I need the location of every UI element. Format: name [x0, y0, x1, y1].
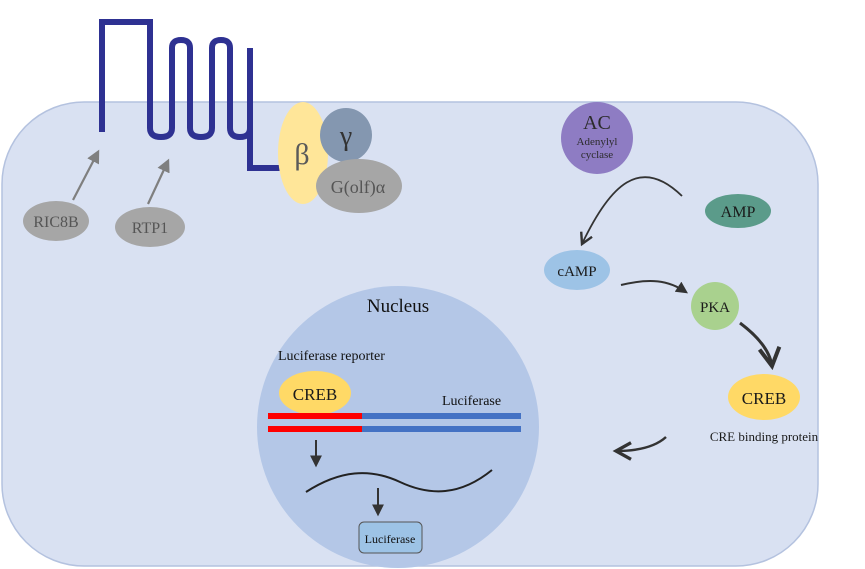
g-gamma-subunit: [320, 108, 372, 162]
reporter-label: Luciferase reporter: [278, 349, 385, 364]
g-beta-label: β: [294, 138, 309, 171]
ric8b-node: [23, 201, 89, 241]
nucleus-title: Nucleus: [367, 296, 429, 317]
pka-node: [691, 282, 739, 330]
cre-element-top: [268, 413, 362, 419]
ac-name-line2: cyclase: [581, 149, 613, 161]
luciferase-gene-top: [362, 413, 521, 419]
creb-cytoplasm-label: CREB: [742, 389, 786, 408]
rtp1-label: RTP1: [132, 220, 168, 237]
luciferase-product-box: [358, 521, 423, 554]
g-gamma-label: γ: [339, 121, 352, 152]
creb-to-nucleus-arrow: [616, 436, 667, 451]
pka-to-creb-arrow: [739, 321, 772, 366]
amp-node: [705, 194, 771, 228]
ac-name-line1: Adenylyl: [577, 136, 618, 148]
amp-to-camp-arrow: [582, 176, 683, 244]
g-alpha-subunit: [316, 159, 402, 213]
rtp1-node: [115, 207, 185, 247]
ric8b-arrow: [72, 149, 100, 201]
rtp1-arrow: [147, 158, 170, 205]
luciferase-gene-bottom: [362, 426, 521, 432]
odorant-receptor: [99, 19, 282, 171]
creb-description: CRE binding protein: [710, 429, 819, 444]
camp-to-pka-arrow: [620, 280, 688, 294]
camp-node: [544, 250, 610, 290]
g-beta-subunit: [278, 102, 328, 204]
creb-nucleus-node: [279, 371, 351, 415]
creb-cytoplasm-node: [728, 374, 800, 420]
creb-nucleus-label: CREB: [293, 385, 337, 404]
luciferase-gene-label: Luciferase: [442, 394, 501, 409]
g-alpha-label: G(olf)α: [331, 177, 386, 198]
ac-abbreviation: AC: [583, 112, 611, 134]
adenylyl-cyclase-node: [561, 102, 633, 174]
mrna-strand: [305, 469, 493, 493]
cre-element-bottom: [268, 426, 362, 432]
camp-label: cAMP: [557, 264, 596, 280]
ric8b-label: RIC8B: [33, 214, 78, 231]
amp-label: AMP: [721, 204, 756, 221]
pka-label: PKA: [700, 300, 730, 316]
luciferase-product-label: Luciferase: [365, 532, 416, 546]
